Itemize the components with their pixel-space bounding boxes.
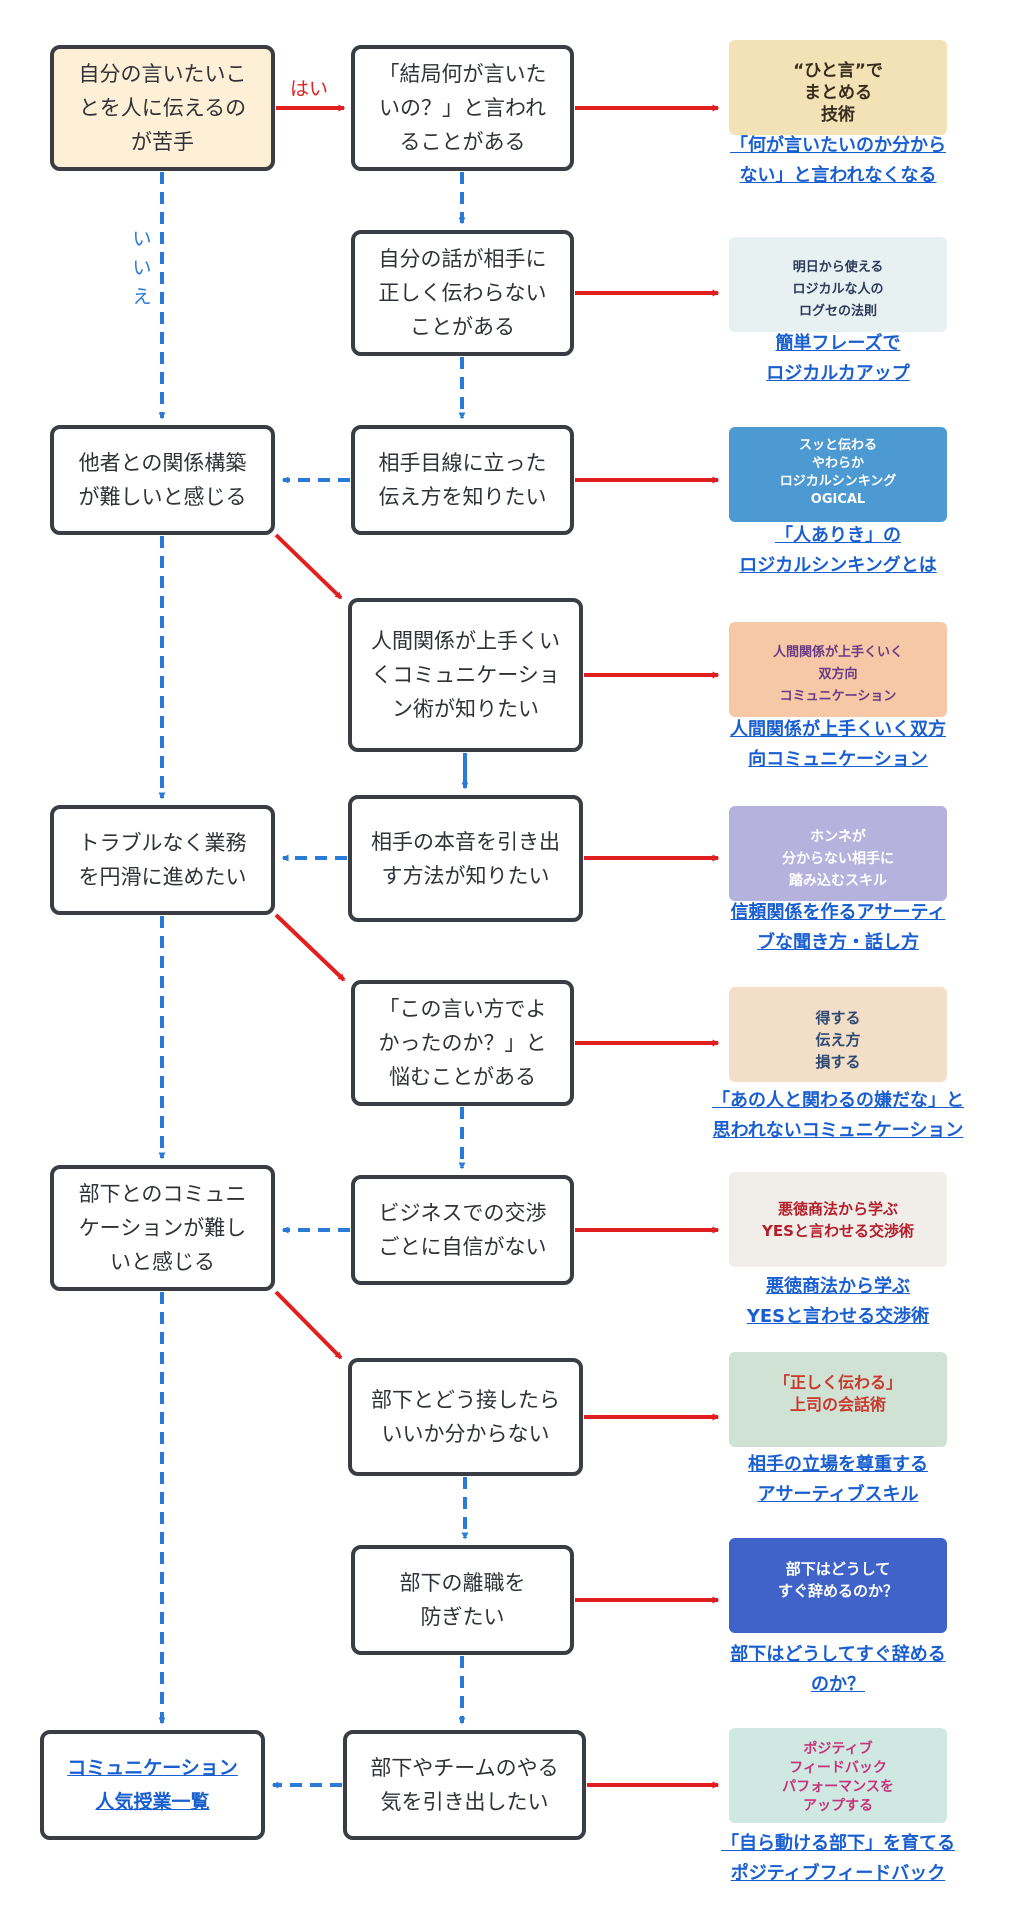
thumbnail-6[interactable]: 得する 伝え方 損する <box>729 987 947 1082</box>
thumbnail-title: 人間関係が上手くいく 双方向 コミュニケーション <box>772 645 903 704</box>
yes-arrow <box>274 913 346 982</box>
node-text: 部下やチームのやる 気を引き出したい <box>370 1756 559 1814</box>
node-text: 人間関係が上手くい くコミュニケーショ ン術が知りたい <box>371 629 560 721</box>
thumbnail-title: 「正しく伝わる」 上司の会話術 <box>773 1373 902 1414</box>
course-list-link[interactable]: コミュニケーション 人気授業一覧 <box>67 1757 238 1813</box>
node-text: 自分の話が相手に 正しく伝わらない ことがある <box>378 247 547 339</box>
yes-arrow <box>274 533 343 600</box>
node-text: 部下の離職を 防ぎたい <box>399 1571 526 1629</box>
question-node: 部下やチームのやる 気を引き出したい <box>343 1730 586 1840</box>
course-list-link-node[interactable]: コミュニケーション 人気授業一覧 <box>40 1730 265 1840</box>
course-link-1[interactable]: 「何が言いたいのか分から ない」と言われなくなる <box>730 135 946 186</box>
relationship-node: 他者との関係構築 が難しいと感じる <box>50 425 275 535</box>
course-link-3[interactable]: 「人ありき」の ロジカルシンキングとは <box>739 525 937 576</box>
question-node: 相手目線に立った 伝え方を知りたい <box>351 425 574 535</box>
question-node: 部下の離職を 防ぎたい <box>351 1545 574 1655</box>
thumbnail-1[interactable]: “ひと言”で まとめる 技術 <box>729 40 947 135</box>
thumbnail-title: “ひと言”で まとめる 技術 <box>793 61 883 125</box>
thumbnail-title: 悪徳商法から学ぶ YESと言わせる交渉術 <box>762 1200 914 1240</box>
start-node: 自分の言いたいこ とを人に伝えるの が苦手 <box>50 45 275 171</box>
yes-label: はい <box>290 78 329 100</box>
node-text: 相手目線に立った 伝え方を知りたい <box>378 451 547 509</box>
thumbnail-title: ポジティブ フィードバック パフォーマンスを アップする <box>782 1741 894 1814</box>
subordinate-node: 部下とのコミュニ ケーションが難し いと感じる <box>50 1165 275 1291</box>
thumbnail-5[interactable]: ホンネが 分からない相手に 踏み込むスキル <box>729 806 947 901</box>
course-link-7[interactable]: 悪徳商法から学ぶ YESと言わせる交渉術 <box>746 1276 930 1327</box>
thumbnail-title: 明日から使える ロジカルな人の ログセの法則 <box>792 260 884 319</box>
thumbnail-title: ホンネが 分からない相手に 踏み込むスキル <box>782 829 894 889</box>
node-text: 自分の言いたいこ とを人に伝えるの が苦手 <box>78 62 247 154</box>
course-link-6[interactable]: 「あの人と関わるの嫌だな」と 思われないコミュニケーション <box>712 1090 964 1141</box>
node-text: 「結局何が言いた いの？」と言われ ることがある <box>378 62 547 154</box>
smooth-work-node: トラブルなく業務 を円滑に進めたい <box>50 805 275 915</box>
node-text: 他者との関係構築 が難しいと感じる <box>78 451 247 509</box>
no-label: いいえ <box>132 228 152 308</box>
thumbnail-4[interactable]: 人間関係が上手くいく 双方向 コミュニケーション <box>729 622 947 717</box>
node-text: 部下とのコミュニ ケーションが難し いと感じる <box>78 1182 247 1274</box>
question-node: 自分の話が相手に 正しく伝わらない ことがある <box>351 230 574 356</box>
course-link-2[interactable]: 簡単フレーズで ロジカルカアップ <box>766 333 910 384</box>
yes-arrow <box>274 1290 343 1360</box>
node-text: ビジネスでの交渉 ごとに自信がない <box>378 1201 547 1259</box>
course-link-8[interactable]: 相手の立場を尊重する アサーティブスキル <box>748 1454 928 1505</box>
question-node: 部下とどう接したら いいか分からない <box>348 1358 583 1476</box>
thumbnail-2[interactable]: 明日から使える ロジカルな人の ログセの法則 <box>729 237 947 332</box>
question-node: 人間関係が上手くい くコミュニケーショ ン術が知りたい <box>348 598 583 752</box>
question-node: ビジネスでの交渉 ごとに自信がない <box>351 1175 574 1285</box>
course-link-10[interactable]: 「自ら動ける部下」を育てる ポジティブフィードバック <box>721 1833 955 1884</box>
course-link-9[interactable]: 部下はどうしてすぐ辞める のか？ <box>730 1644 946 1695</box>
question-node: 「結局何が言いた いの？」と言われ ることがある <box>351 45 574 171</box>
thumbnail-7[interactable]: 悪徳商法から学ぶ YESと言わせる交渉術 <box>729 1172 947 1267</box>
question-node: 「この言い方でよ かったのか？」と 悩むことがある <box>351 980 574 1106</box>
thumbnail-9[interactable]: 部下はどうして すぐ辞めるのか？ <box>729 1538 947 1633</box>
thumbnail-title: 得する 伝え方 損する <box>815 1009 861 1071</box>
thumbnail-title: スッと伝わる やわらか ロジカルシンキング OGICAL <box>779 438 897 507</box>
thumbnail-10[interactable]: ポジティブ フィードバック パフォーマンスを アップする <box>729 1728 947 1823</box>
thumbnail-3[interactable]: スッと伝わる やわらか ロジカルシンキング OGICAL <box>729 427 947 522</box>
node-text: 部下とどう接したら いいか分からない <box>371 1388 560 1446</box>
node-text: 相手の本音を引き出 す方法が知りたい <box>371 829 560 888</box>
course-link-5[interactable]: 信頼関係を作るアサーティ ブな聞き方・話し方 <box>730 902 946 953</box>
node-text: 「この言い方でよ かったのか？」と 悩むことがある <box>378 997 547 1089</box>
thumbnail-8[interactable]: 「正しく伝わる」 上司の会話術 <box>729 1352 947 1447</box>
question-node: 相手の本音を引き出 す方法が知りたい <box>348 795 583 922</box>
thumbnail-title: 部下はどうして すぐ辞めるのか？ <box>777 1560 898 1600</box>
node-text: トラブルなく業務 を円滑に進めたい <box>78 831 247 889</box>
course-link-4[interactable]: 人間関係が上手くいく双方 向コミュニケーション <box>730 719 946 770</box>
